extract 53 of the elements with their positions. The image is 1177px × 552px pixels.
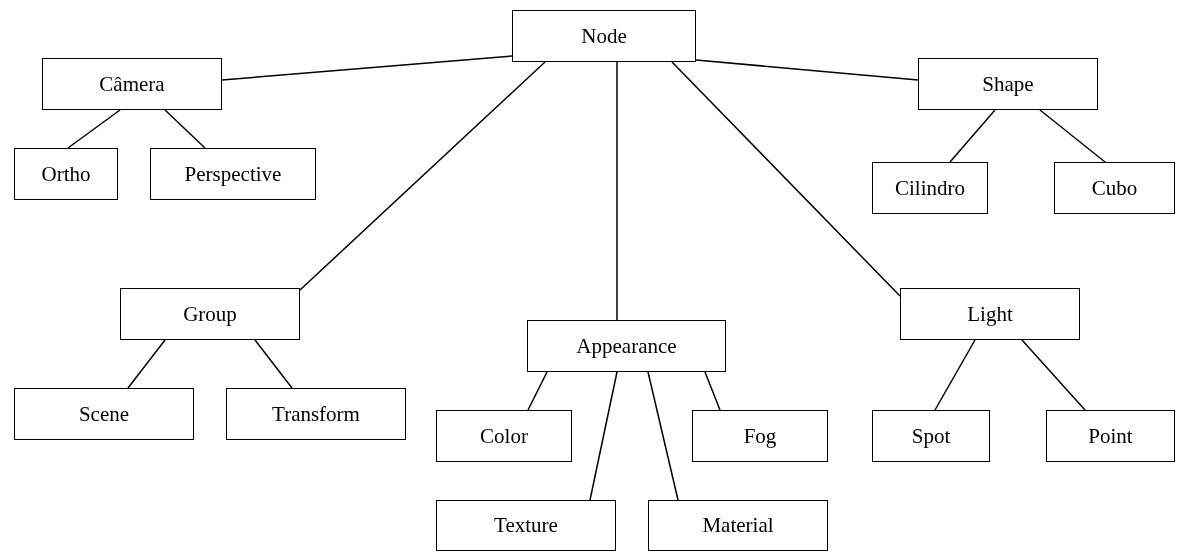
box-label: Material xyxy=(702,512,774,539)
box-label: Node xyxy=(581,22,627,50)
connector-line xyxy=(704,371,721,411)
box-label: Color xyxy=(480,422,528,450)
connector-line xyxy=(671,61,901,297)
class-box xyxy=(120,288,300,340)
box-label: Point xyxy=(1088,422,1133,450)
class-box xyxy=(436,500,616,551)
class-box xyxy=(692,410,828,462)
class-box xyxy=(14,388,194,440)
class-box xyxy=(1046,410,1175,462)
connector-line xyxy=(299,61,546,291)
class-box xyxy=(872,410,990,462)
class-box xyxy=(14,148,118,200)
connector-line xyxy=(949,109,996,163)
connector-line xyxy=(934,339,976,411)
class-box xyxy=(900,288,1080,340)
class-box xyxy=(918,58,1098,110)
connector-line xyxy=(527,371,548,411)
box-label: Appearance xyxy=(576,332,677,360)
connector-line xyxy=(1021,339,1086,411)
connector-line xyxy=(1039,109,1106,163)
class-box xyxy=(527,320,726,372)
box-label: Ortho xyxy=(41,160,91,188)
box-label: Cilindro xyxy=(895,174,965,202)
class-box xyxy=(436,410,572,462)
box-label: Scene xyxy=(78,400,130,428)
box-label: Group xyxy=(183,300,237,328)
box-label: Perspective xyxy=(184,160,282,188)
box-label: Câmera xyxy=(99,70,165,98)
box-label: Cubo xyxy=(1091,174,1138,202)
connector-line xyxy=(616,61,618,321)
class-box xyxy=(872,162,988,214)
connector-line xyxy=(589,371,618,501)
connector-line xyxy=(221,55,513,81)
connector-line xyxy=(67,109,121,149)
connector-line xyxy=(164,109,206,149)
box-label: Texture xyxy=(494,512,558,539)
class-box xyxy=(226,388,406,440)
connector-line xyxy=(695,59,919,81)
box-label: Fog xyxy=(743,422,777,450)
box-label: Light xyxy=(967,300,1013,328)
connector-line xyxy=(127,339,166,389)
connector-line xyxy=(647,371,679,501)
box-label: Spot xyxy=(911,422,951,450)
connector-line xyxy=(254,339,293,389)
class-box xyxy=(1054,162,1175,214)
class-box xyxy=(150,148,316,200)
class-box xyxy=(42,58,222,110)
box-label: Shape xyxy=(982,70,1034,98)
class-box xyxy=(648,500,828,551)
box-label: Transform xyxy=(272,400,360,428)
class-box xyxy=(512,10,696,62)
